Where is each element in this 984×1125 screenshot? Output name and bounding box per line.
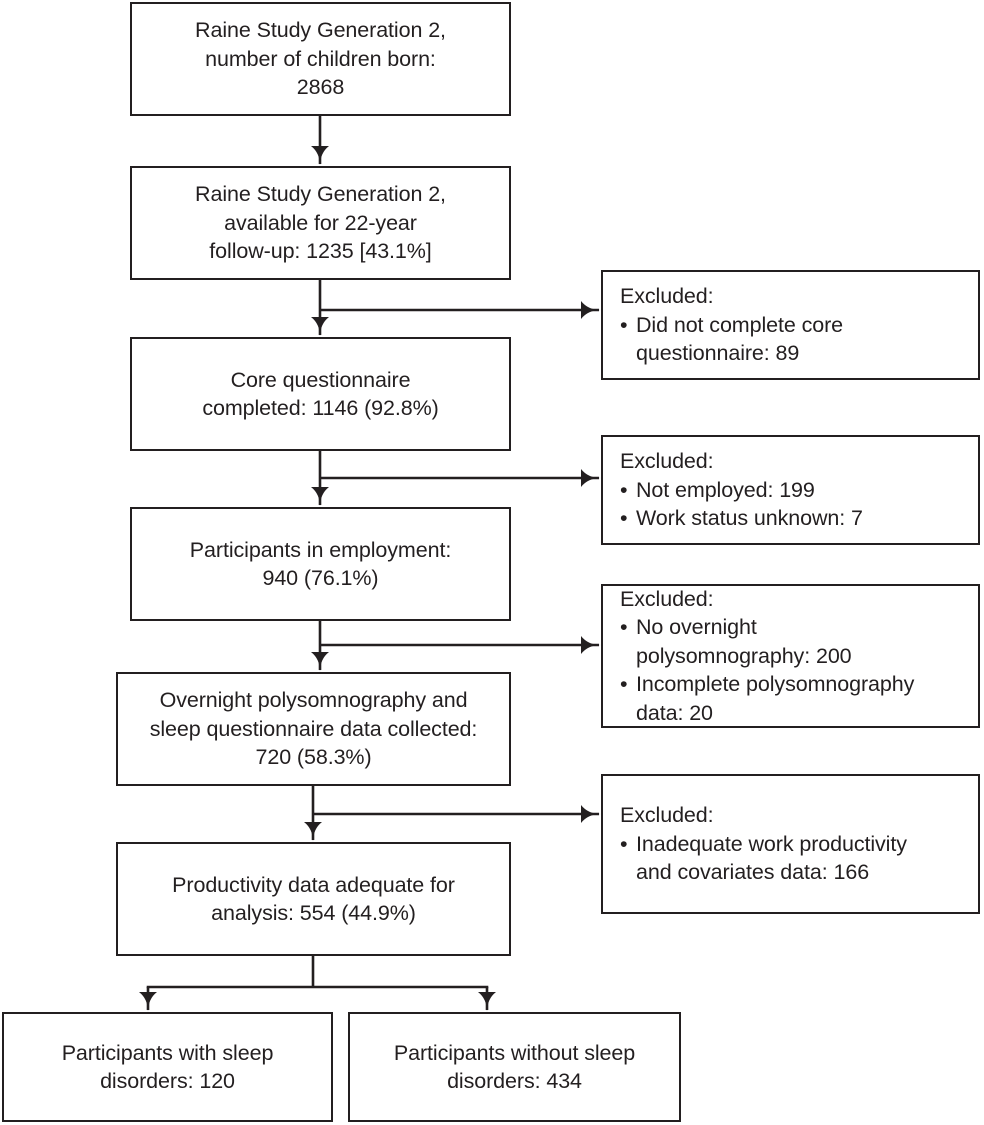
box-employment-text: Participants in employment: 940 (76.1%) bbox=[189, 537, 452, 590]
box-core-questionnaire: Core questionnaire completed: 1146 (92.8… bbox=[130, 337, 511, 451]
excluded-list-item: Did not complete core questionnaire: 89 bbox=[620, 311, 970, 368]
box-with-sleep-disorders: Participants with sleep disorders: 120 bbox=[2, 1012, 333, 1122]
box-productivity: Productivity data adequate for analysis:… bbox=[116, 842, 511, 956]
box-employment: Participants in employment: 940 (76.1%) bbox=[130, 507, 511, 621]
box-polysomnography-text: Overnight polysomnography and sleep ques… bbox=[149, 688, 478, 770]
box-excluded-core: Excluded: Did not complete core question… bbox=[601, 270, 980, 380]
excluded-employment-title: Excluded: bbox=[620, 449, 714, 474]
excluded-polysomnography-title: Excluded: bbox=[620, 587, 714, 612]
box-polysomnography: Overnight polysomnography and sleep ques… bbox=[116, 672, 511, 786]
box-without-sleep-disorders: Participants without sleep disorders: 43… bbox=[348, 1012, 681, 1122]
box-with-sleep-disorders-text: Participants with sleep disorders: 120 bbox=[61, 1040, 274, 1093]
excluded-core-list: Did not complete core questionnaire: 89 bbox=[620, 311, 970, 368]
box-excluded-employment: Excluded: Not employed: 199Work status u… bbox=[601, 435, 980, 545]
excluded-polysomnography-list: No overnight polysomnography: 200Incompl… bbox=[620, 613, 970, 727]
box-excluded-productivity: Excluded: Inadequate work productivity a… bbox=[601, 774, 980, 914]
box-excluded-polysomnography: Excluded: No overnight polysomnography: … bbox=[601, 584, 980, 728]
excluded-list-item: No overnight polysomnography: 200 bbox=[620, 613, 970, 670]
box-born: Raine Study Generation 2, number of chil… bbox=[130, 2, 511, 116]
box-core-questionnaire-text: Core questionnaire completed: 1146 (92.8… bbox=[202, 367, 439, 420]
box-without-sleep-disorders-text: Participants without sleep disorders: 43… bbox=[393, 1040, 636, 1093]
excluded-list-item: Incomplete polysomnography data: 20 bbox=[620, 670, 970, 727]
excluded-core-title: Excluded: bbox=[620, 284, 714, 309]
excluded-productivity-title: Excluded: bbox=[620, 803, 714, 828]
box-followup: Raine Study Generation 2, available for … bbox=[130, 166, 511, 280]
excluded-list-item: Work status unknown: 7 bbox=[620, 504, 970, 533]
excluded-employment-list: Not employed: 199Work status unknown: 7 bbox=[620, 476, 970, 533]
box-followup-text: Raine Study Generation 2, available for … bbox=[195, 182, 446, 264]
excluded-productivity-list: Inadequate work productivity and covaria… bbox=[620, 830, 970, 887]
excluded-list-item: Not employed: 199 bbox=[620, 476, 970, 505]
box-born-text: Raine Study Generation 2, number of chil… bbox=[195, 18, 446, 100]
excluded-list-item: Inadequate work productivity and covaria… bbox=[620, 830, 970, 887]
box-productivity-text: Productivity data adequate for analysis:… bbox=[172, 872, 455, 925]
